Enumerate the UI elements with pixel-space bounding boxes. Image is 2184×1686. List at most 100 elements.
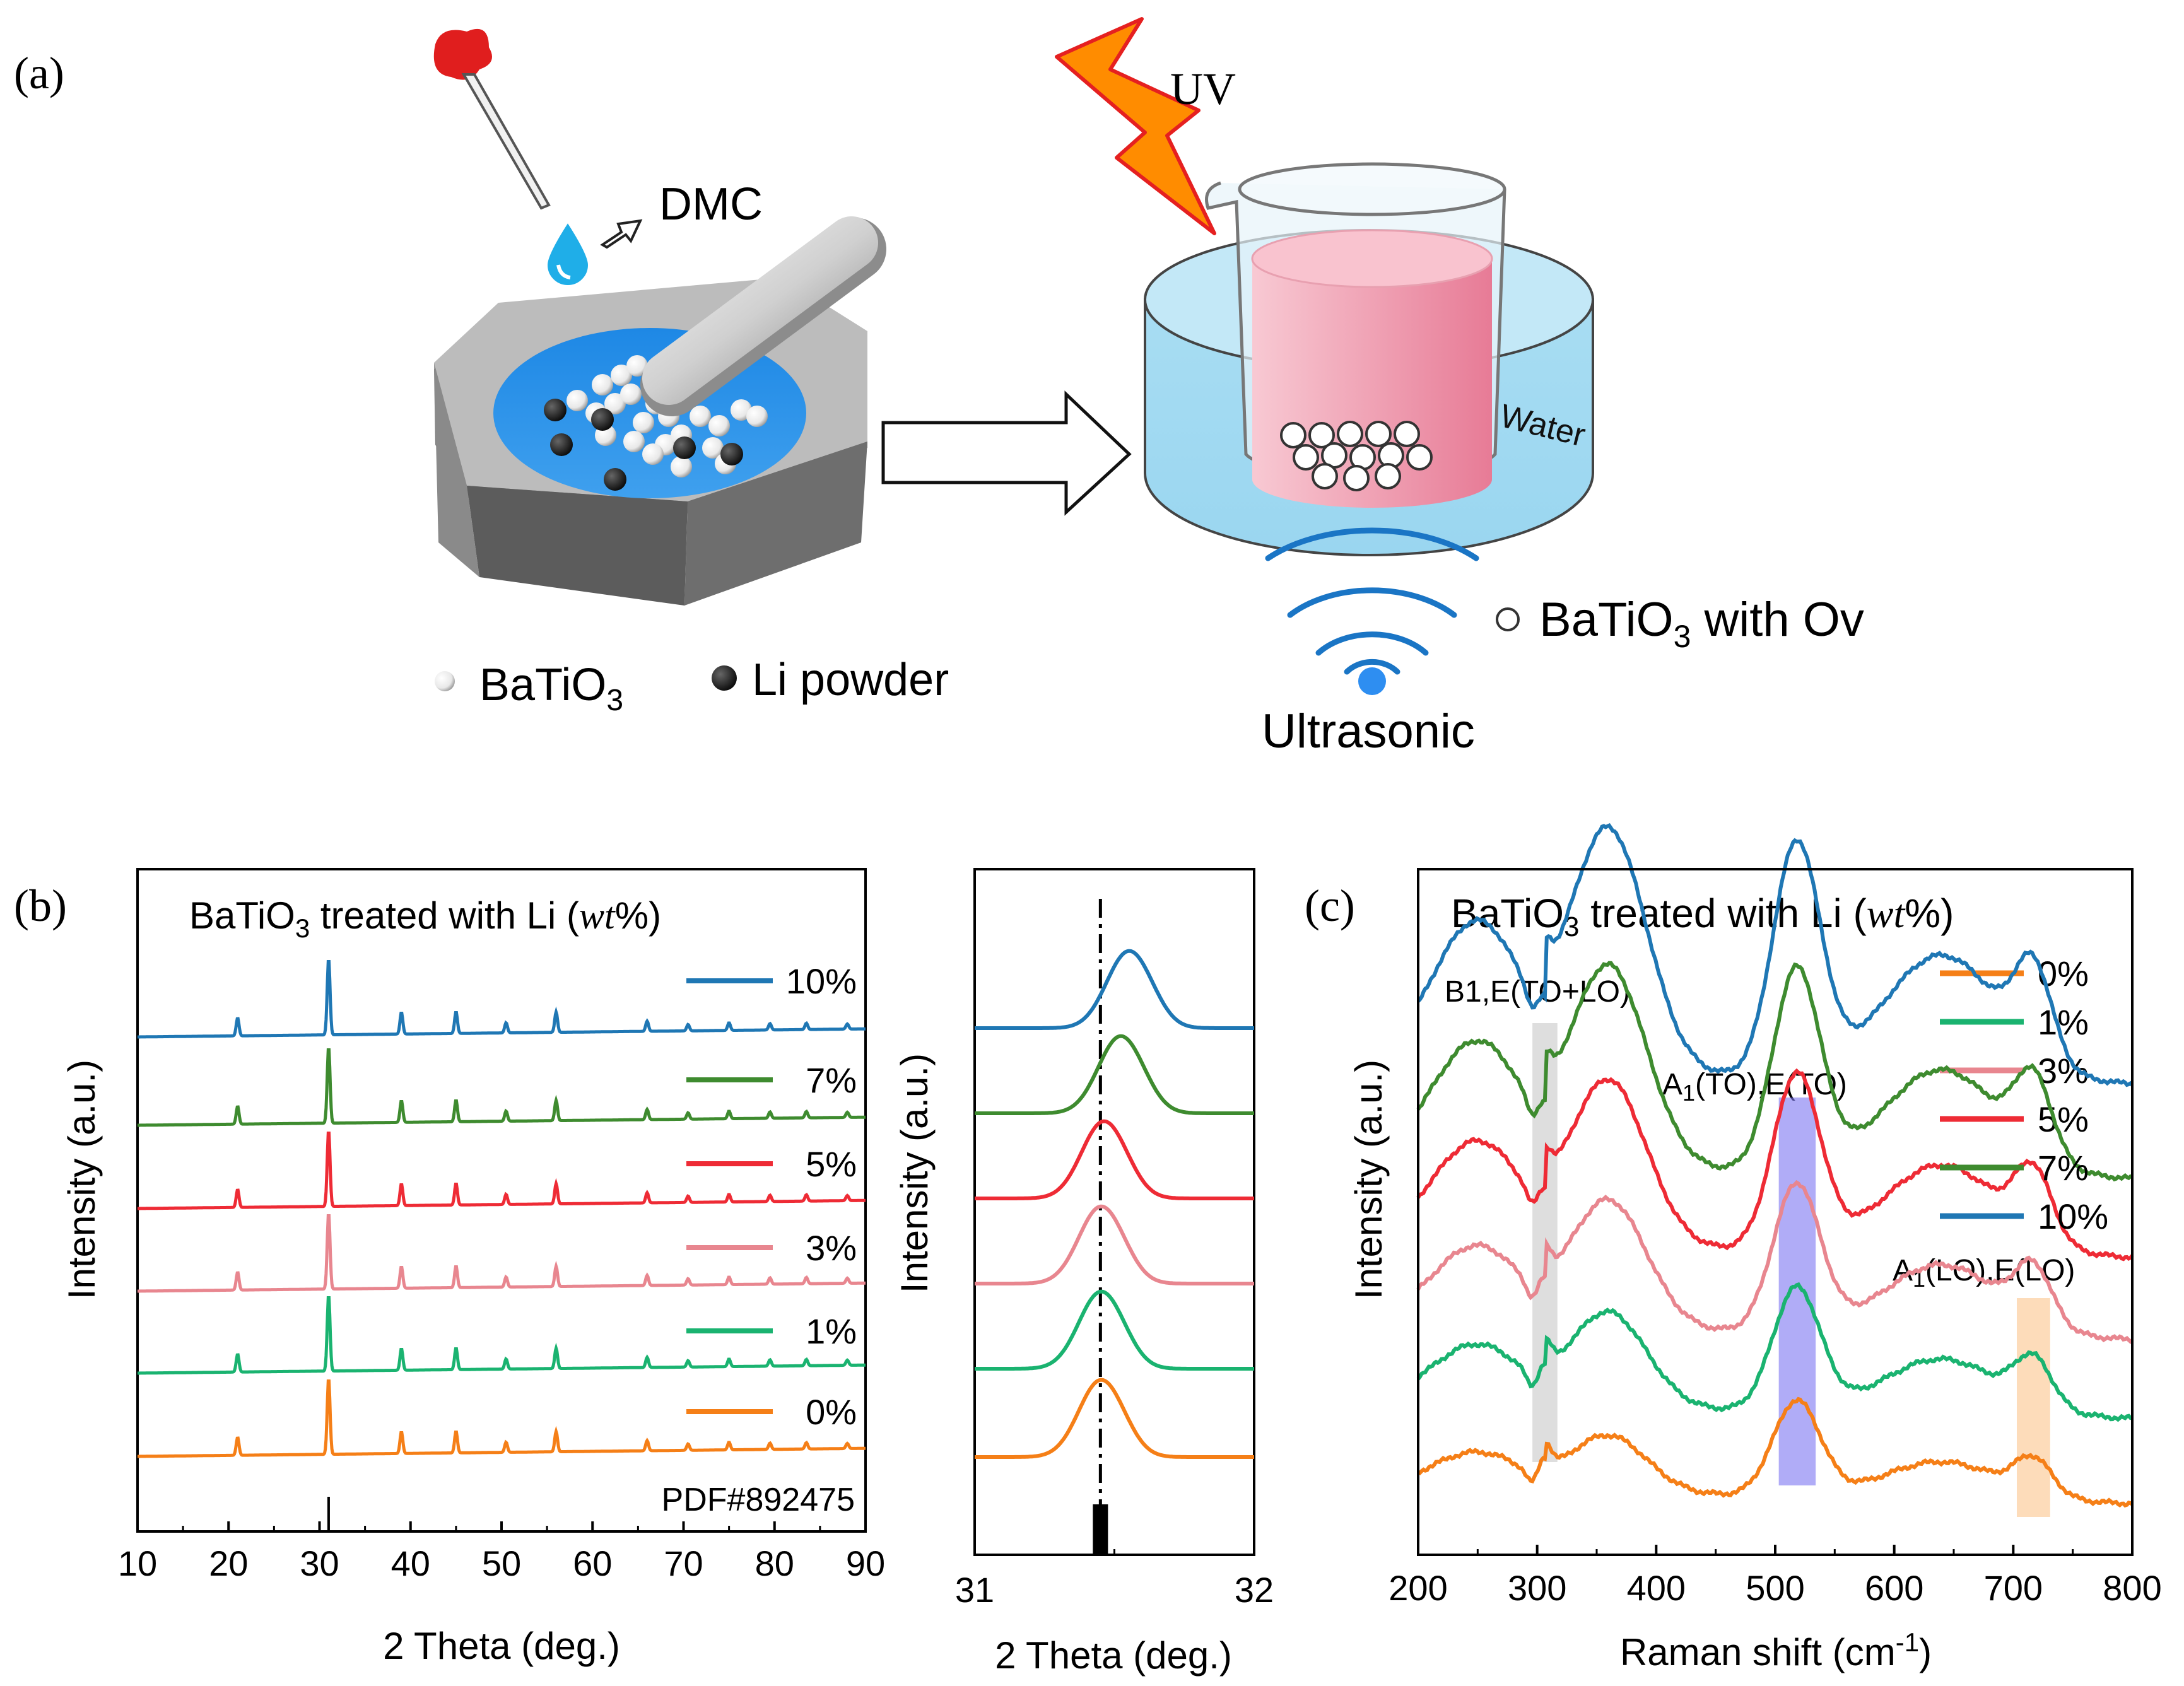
- legend-label-3%: 3%: [806, 1228, 857, 1268]
- li-particle: [673, 436, 696, 459]
- batio3-ov-particle: [1406, 444, 1433, 471]
- panel-b-label: (b): [14, 881, 67, 931]
- x-tick-label: 70: [664, 1543, 703, 1583]
- batio3-ov-particle: [1280, 422, 1306, 448]
- li-particle: [720, 443, 743, 465]
- band-2: [2016, 1298, 2050, 1517]
- batio3-ov-particle: [1343, 465, 1370, 491]
- zoom-line-10%: [975, 949, 1254, 1030]
- x-tick-label: 30: [300, 1543, 339, 1583]
- uv-lightning-icon: [1055, 17, 1216, 235]
- x-tick-label: 32: [1235, 1570, 1274, 1610]
- product-legend-label: BaTiO3 with Ov: [1539, 593, 1864, 654]
- zoom-frame: [973, 868, 1255, 1556]
- batio3-particle: [623, 431, 645, 452]
- x-tick-label: 300: [1508, 1568, 1566, 1608]
- xrd-zoom-plot: 31 32: [955, 868, 1274, 1610]
- x-tick-label: 200: [1388, 1568, 1447, 1608]
- legend-label-0%: 0%: [806, 1392, 857, 1432]
- x-tick-label: 400: [1627, 1568, 1686, 1608]
- batio3-ov-particle: [1293, 444, 1319, 471]
- panel-c-label: (c): [1305, 881, 1355, 931]
- x-tick-label: 40: [391, 1543, 430, 1583]
- ultrasonic-label: Ultrasonic: [1262, 705, 1475, 758]
- batio3-particle: [746, 406, 768, 427]
- xrd-zoom-ylabel: Intensity (a.u.): [893, 1053, 936, 1293]
- batio3-ov-particle: [1375, 463, 1401, 489]
- legend-label-10%: 10%: [786, 961, 857, 1001]
- batio3-particle: [626, 355, 648, 377]
- batio3-ov-particle: [1312, 463, 1338, 489]
- band-label-a1to: A1(TO),E(TO): [1662, 1068, 1847, 1106]
- raman-title: BaTiO3 treated with Li (wt%): [1451, 891, 1954, 942]
- band-1: [1778, 1098, 1816, 1485]
- zoom-line-3%: [975, 1204, 1254, 1285]
- zoom-line-7%: [975, 1034, 1254, 1115]
- raman-line-0%: [1417, 1396, 2134, 1508]
- x-tick-label: 500: [1746, 1568, 1804, 1608]
- panel-a: (a) DMC BaTiO3: [14, 17, 1864, 758]
- x-tick-label: 50: [482, 1543, 521, 1583]
- product-legend-marker: [1496, 607, 1520, 631]
- raman-xlabel: Raman shift (cm-1): [1620, 1627, 1932, 1673]
- batio3-particle: [671, 456, 692, 477]
- xrd-line-7%: [138, 1048, 866, 1127]
- xrd-title: BaTiO3 treated with Li (wt%): [189, 894, 661, 943]
- beaker-icon: [1205, 162, 1506, 508]
- raman-line-5%: [1416, 1068, 2134, 1262]
- batio3-particle: [611, 365, 632, 386]
- li-legend-label: Li powder: [752, 655, 949, 705]
- li-particle: [591, 408, 614, 431]
- zoom-line-1%: [975, 1289, 1254, 1371]
- batio3-particle: [690, 406, 711, 427]
- li-legend-marker: [712, 665, 737, 691]
- pestle-icon: [640, 216, 886, 416]
- xrd-line-5%: [138, 1132, 866, 1210]
- raman-line-7%: [1416, 961, 2133, 1182]
- batio3-particle: [620, 383, 642, 405]
- li-particle: [604, 468, 626, 491]
- zoom-line-0%: [975, 1378, 1254, 1459]
- panel-c: (c) BaTiO3 treated with Li (wt%) Intensi…: [1305, 823, 2162, 1673]
- dropper-icon: [433, 28, 551, 210]
- raman-ylabel: Intensity (a.u.): [1347, 1060, 1390, 1299]
- batio3-legend-label: BaTiO3: [479, 660, 623, 717]
- xrd-line-1%: [138, 1296, 866, 1375]
- batio3-particle: [708, 415, 730, 436]
- xrd-ylabel: Intensity (a.u.): [61, 1060, 103, 1299]
- li-particle: [550, 433, 573, 456]
- raman-line-10%: [1416, 823, 2134, 1087]
- batio3-particle: [592, 374, 613, 395]
- batio3-particle: [567, 390, 588, 411]
- droplet-icon: [547, 223, 589, 285]
- legend-label-5%: 5%: [2038, 1099, 2089, 1139]
- x-tick-label: 60: [573, 1543, 612, 1583]
- xrd-line-3%: [138, 1214, 866, 1293]
- process-arrow-icon: [881, 390, 1132, 516]
- pdf-reference-label: PDF#892475: [662, 1482, 855, 1518]
- reference-peak-bar: [1093, 1504, 1108, 1555]
- batio3-particle: [702, 437, 724, 459]
- legend-label-10%: 10%: [2038, 1197, 2108, 1236]
- xrd-line-0%: [138, 1379, 866, 1458]
- legend-label-7%: 7%: [806, 1060, 857, 1100]
- x-tick-label: 10: [118, 1543, 157, 1583]
- raman-line-1%: [1416, 1282, 2133, 1422]
- batio3-ov-particle: [1365, 421, 1392, 447]
- batio3-particle: [633, 412, 654, 433]
- panel-a-label: (a): [14, 48, 64, 98]
- xrd-zoom-xlabel: 2 Theta (deg.): [995, 1634, 1232, 1677]
- batio3-particle: [604, 393, 626, 414]
- batio3-particles-beaker: [1280, 421, 1433, 491]
- x-tick-label: 31: [955, 1570, 994, 1610]
- xrd-line-10%: [138, 960, 866, 1039]
- dmc-arrow-icon: [600, 219, 643, 249]
- uv-label: UV: [1170, 64, 1236, 114]
- batio3-ov-particle: [1337, 421, 1363, 447]
- raman-line-3%: [1416, 1180, 2134, 1344]
- legend-label-5%: 5%: [806, 1144, 857, 1184]
- x-tick-label: 80: [755, 1543, 794, 1583]
- batio3-ov-particle: [1308, 422, 1335, 448]
